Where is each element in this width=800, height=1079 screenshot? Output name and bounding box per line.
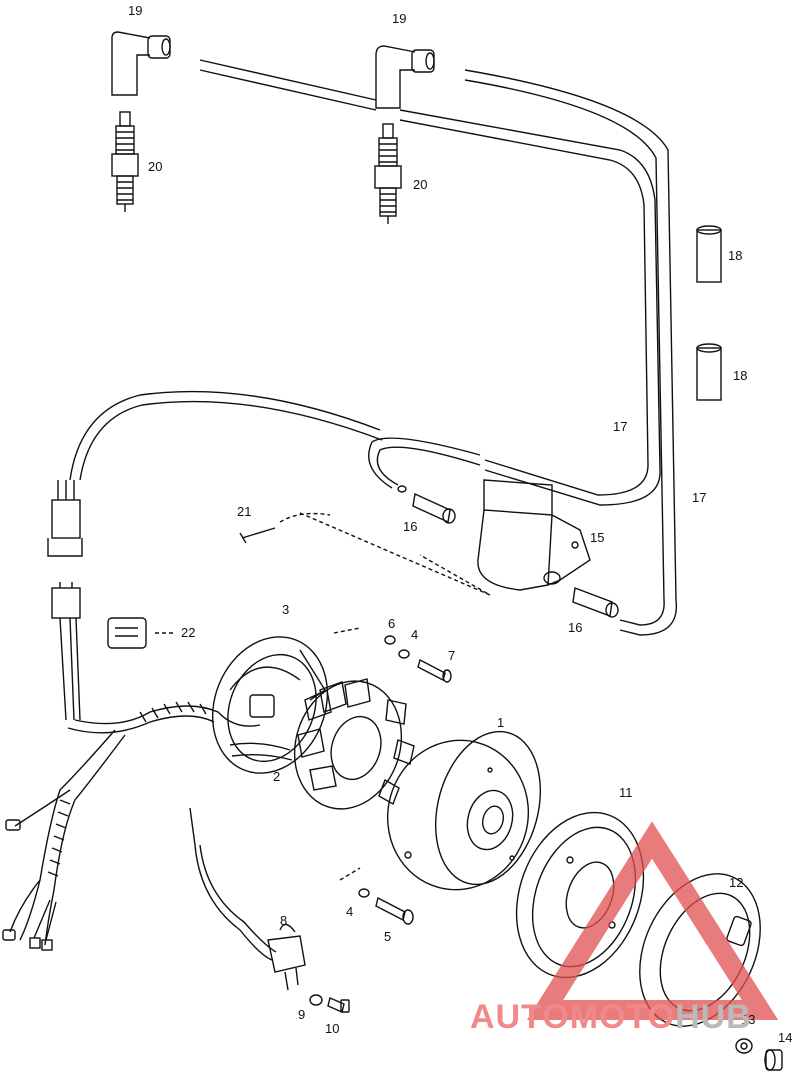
screw-set-8 xyxy=(309,994,350,1013)
label-3: 3 xyxy=(282,602,290,617)
label-10: 10 xyxy=(325,1021,340,1036)
pickup-coil xyxy=(189,807,306,991)
screw-set-lower xyxy=(358,888,414,925)
screw-set-upper xyxy=(384,635,452,683)
label-6: 6 xyxy=(388,616,396,631)
label-19-right: 19 xyxy=(392,11,407,26)
flywheel xyxy=(386,730,542,891)
label-4-lower: 4 xyxy=(346,904,354,919)
ht-lead-1 xyxy=(199,59,661,506)
nut-14 xyxy=(764,1049,783,1071)
label-15: 15 xyxy=(590,530,605,545)
label-20-left: 20 xyxy=(148,159,163,174)
spark-plug-cap-right xyxy=(375,45,435,109)
watermark-text: AUTOMOTOHUB xyxy=(470,1000,752,1034)
label-5: 5 xyxy=(384,929,392,944)
label-2: 2 xyxy=(273,769,281,784)
label-4-upper: 4 xyxy=(411,627,419,642)
label-7: 7 xyxy=(448,648,456,663)
watermark-logo xyxy=(526,821,779,1020)
coil-connector-lower xyxy=(572,587,619,618)
label-17-lower: 17 xyxy=(692,490,707,505)
label-22: 22 xyxy=(181,625,196,640)
label-21: 21 xyxy=(237,504,252,519)
connector-22 xyxy=(107,617,175,649)
wiring-harness xyxy=(2,390,383,951)
label-8: 8 xyxy=(280,913,288,928)
watermark-part-1: AUTOMOTO xyxy=(470,998,676,1036)
label-17-upper: 17 xyxy=(613,419,628,434)
label-18-lower: 18 xyxy=(733,368,748,383)
label-11: 11 xyxy=(619,785,633,800)
label-1: 1 xyxy=(497,715,505,730)
watermark-part-2: HUB xyxy=(675,998,752,1036)
spark-plug-cap-left xyxy=(111,31,171,96)
bolt-21 xyxy=(239,512,491,596)
label-19-left: 19 xyxy=(128,3,143,18)
label-16-lower: 16 xyxy=(568,620,583,635)
sleeve-upper xyxy=(696,225,722,283)
sleeve-lower xyxy=(696,343,722,401)
ht-lead-2 xyxy=(464,69,678,636)
spark-plug-left xyxy=(111,111,139,212)
stator-plate xyxy=(211,636,329,774)
spark-plug-right xyxy=(374,123,402,224)
label-18-upper: 18 xyxy=(728,248,743,263)
ignition-coil xyxy=(477,479,591,591)
label-20-right: 20 xyxy=(413,177,428,192)
label-16-upper: 16 xyxy=(403,519,418,534)
label-13: 13 xyxy=(741,1012,756,1027)
label-9: 9 xyxy=(298,1007,306,1022)
stator xyxy=(229,627,415,881)
coil-connector-upper xyxy=(397,485,456,524)
label-12: 12 xyxy=(729,875,744,890)
label-14: 14 xyxy=(778,1030,793,1045)
washer-13 xyxy=(735,1038,753,1054)
